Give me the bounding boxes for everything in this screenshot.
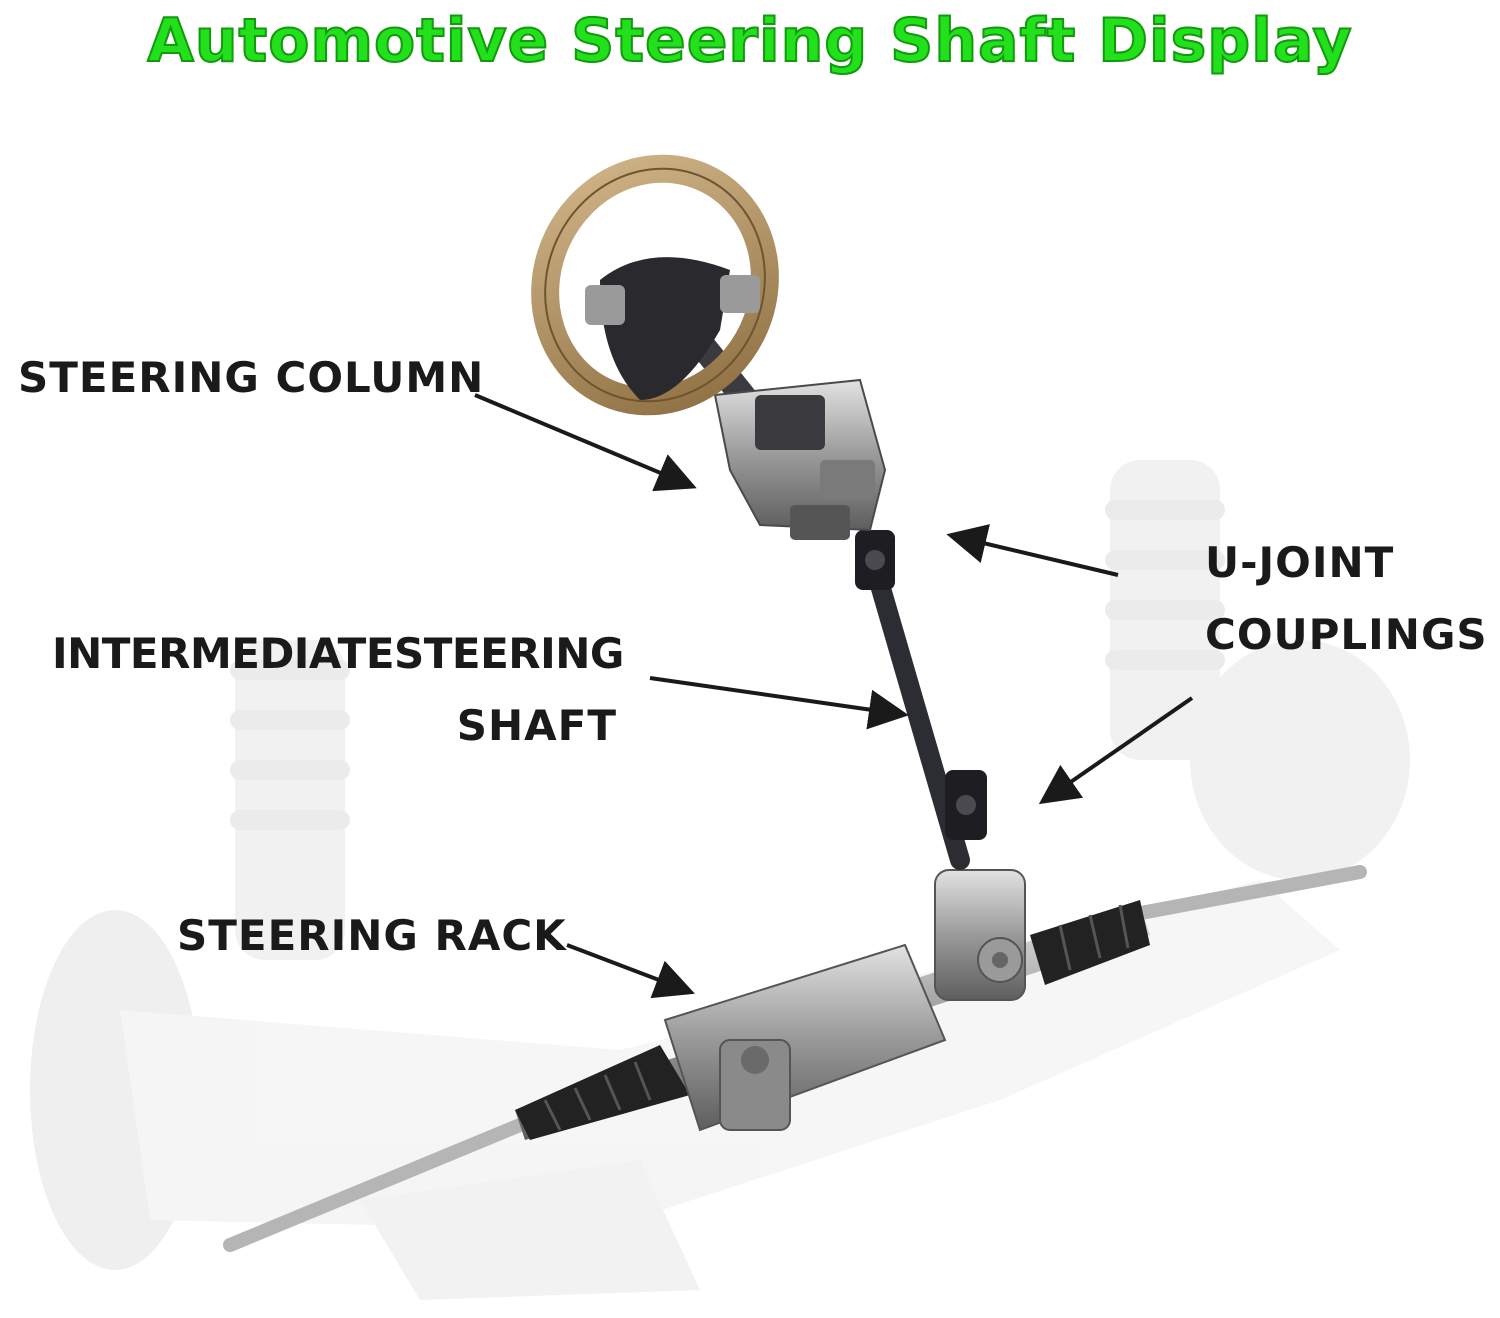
intermediate-line1: INTERMEDIATESTEERING [52,629,624,678]
eps-motor-housing [663,943,947,1132]
left-rack-boot [515,1045,690,1140]
steering-rack-text: STEERING RACK [177,911,567,960]
intermediate-shaft-label: INTERMEDIATESTEERING SHAFT [52,623,624,757]
u-joint-line1: U-JOINT [1205,538,1395,587]
steering-column-label: STEERING COLUMN [18,347,484,409]
steering-wheel [531,154,779,416]
arrow-steering-rack [566,943,695,999]
arrow-steering-column [474,393,697,492]
arrow-u-joint-lower [1038,696,1194,805]
steering-rack-label: STEERING RACK [177,905,567,967]
tie-rods [223,865,1367,1252]
arrow-intermediate-shaft [649,676,909,730]
intermediate-steering-shaft [855,530,987,870]
right-hub [1190,640,1410,880]
intermediate-line2: SHAFT [456,701,617,750]
u-joint-line2: COUPLINGS [1205,610,1488,659]
arrow-u-joint-upper [946,524,1119,577]
left-strut [230,640,350,960]
lower-u-joint [945,770,987,840]
steering-rack-assembly [515,869,1150,1140]
subframe-arm [360,1160,700,1300]
right-rack-boot [1030,900,1150,985]
u-joint-couplings-label: U-JOINT COUPLINGS [1205,532,1488,666]
callout-arrows [474,393,1194,999]
page-title: Automotive Steering Shaft Display [146,5,1353,77]
pinion-housing [934,869,1026,1001]
wheel-hub-airbag [600,257,730,400]
steering-column-text: STEERING COLUMN [18,353,485,402]
upper-u-joint [855,530,895,590]
chassis-background [30,460,1410,1300]
right-strut [1105,460,1225,760]
